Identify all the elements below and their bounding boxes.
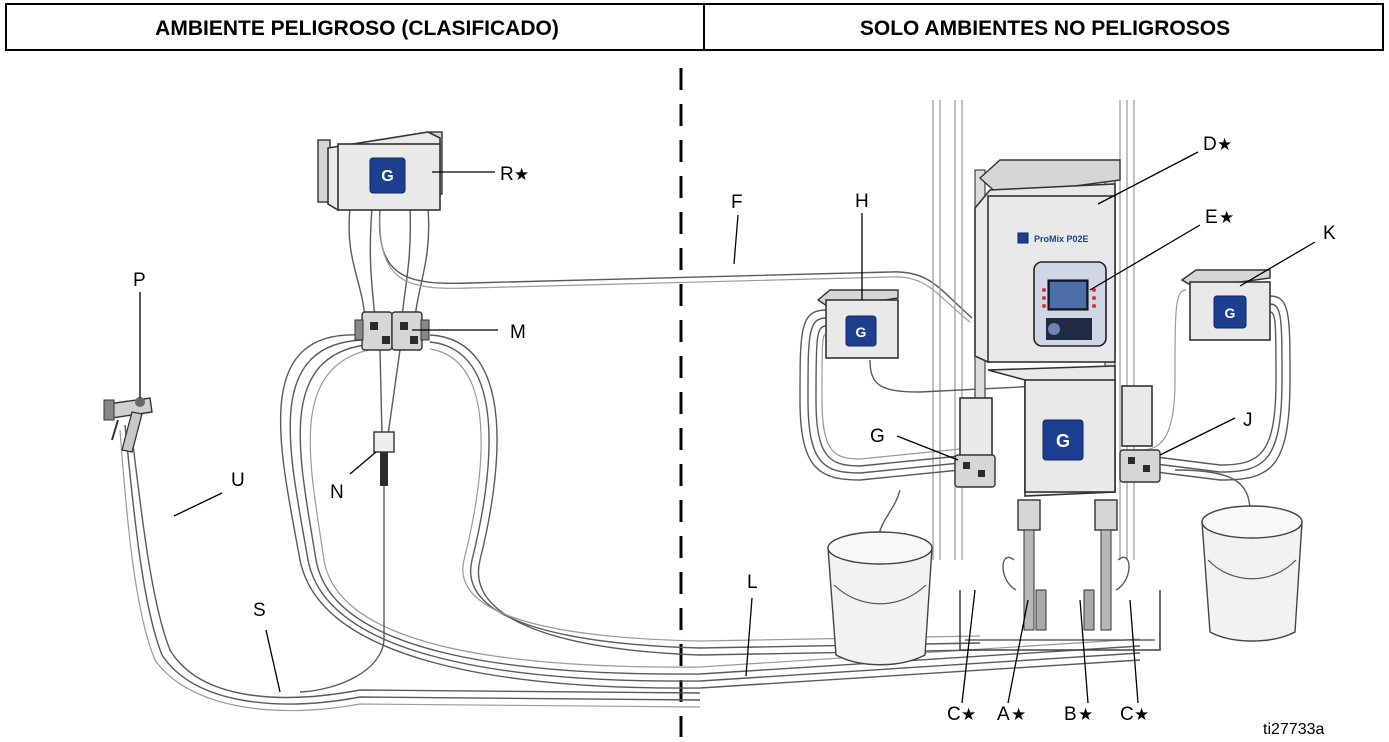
label-e: E — [1205, 207, 1218, 228]
star-icon-d: ★ — [1217, 135, 1232, 154]
star-icon-a: ★ — [1011, 705, 1026, 724]
spray-gun-p — [103, 397, 153, 453]
graco-logo-icon-4: G — [1225, 305, 1236, 321]
label-p: P — [133, 270, 146, 291]
material-bucket-right — [1201, 505, 1303, 642]
label-a: A — [997, 704, 1010, 725]
non-hazardous-area-title: SOLO AMBIENTES NO PELIGROSOS — [860, 17, 1230, 40]
label-c-right: C — [1120, 704, 1134, 725]
hazardous-area-title: AMBIENTE PELIGROSO (CLASIFICADO) — [155, 17, 559, 40]
label-u: U — [231, 470, 245, 491]
label-b: B — [1064, 704, 1077, 725]
callout-labels: R ★ P M N U S F H D ★ E ★ K G J L C ★ A … — [133, 134, 1336, 738]
star-icon-e: ★ — [1219, 208, 1234, 227]
label-r: R — [500, 164, 514, 185]
control-box-h: G — [816, 289, 899, 359]
display-module-e — [1033, 261, 1107, 347]
star-icon-c-right: ★ — [1134, 705, 1149, 724]
main-controller-d: ProMix P02E G — [954, 159, 1161, 651]
label-k: K — [1323, 223, 1336, 244]
material-bucket-left — [827, 531, 933, 666]
label-d: D — [1203, 134, 1217, 155]
static-mixer-n — [373, 431, 395, 486]
label-h: H — [855, 191, 869, 212]
graco-logo-icon-3: G — [856, 324, 867, 340]
leader-lines — [139, 151, 1316, 704]
label-n: N — [330, 482, 344, 503]
star-icon-c-left: ★ — [961, 705, 976, 724]
remote-display-box-r: G — [317, 131, 443, 211]
device-name-label: ProMix P02E — [1034, 234, 1089, 244]
label-s: S — [253, 600, 266, 621]
label-c-left: C — [947, 704, 961, 725]
label-f: F — [731, 192, 743, 213]
control-box-k: G — [1180, 269, 1271, 341]
star-icon-r: ★ — [514, 165, 529, 184]
figure-id: ti27733a — [1263, 721, 1324, 737]
label-l: L — [747, 572, 758, 593]
star-icon-b: ★ — [1078, 705, 1093, 724]
manifold-m — [354, 311, 430, 351]
label-j: J — [1243, 410, 1253, 431]
graco-logo-icon-2: G — [1056, 431, 1070, 451]
hose-bundles — [119, 100, 1291, 712]
label-m: M — [510, 322, 526, 343]
header-bar: AMBIENTE PELIGROSO (CLASIFICADO) SOLO AM… — [5, 3, 1384, 51]
label-g: G — [870, 426, 885, 447]
graco-logo-icon: G — [381, 168, 393, 185]
